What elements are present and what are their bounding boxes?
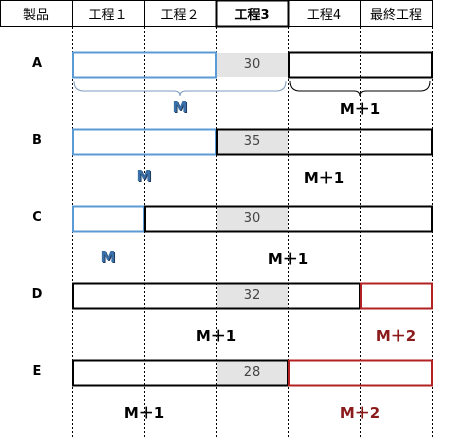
process3-value: 30 <box>243 211 261 226</box>
process3-value: 28 <box>243 365 261 380</box>
span-brace <box>289 80 431 97</box>
process3-value: 35 <box>243 134 261 149</box>
header-process-2: 工程２ <box>160 8 200 23</box>
header-selected-frame <box>215 0 290 28</box>
month-m1-bar <box>216 128 433 156</box>
process3-value: 32 <box>243 288 261 303</box>
month-m-label: M <box>172 98 188 116</box>
row-label: A <box>31 56 43 71</box>
month-m-bar <box>72 205 145 233</box>
bottleneck-cell <box>217 207 288 231</box>
bottleneck-cell <box>217 53 288 77</box>
bottleneck-cell <box>217 130 288 154</box>
month-m-label: M <box>100 248 116 266</box>
month-m1-bar <box>144 205 433 233</box>
span-brace <box>73 80 287 97</box>
month-m2-bar <box>360 282 433 310</box>
bottleneck-cell <box>217 361 288 385</box>
header-process-1: 工程１ <box>88 8 128 23</box>
month-m-bar <box>72 51 217 79</box>
month-m-label: M <box>136 167 152 185</box>
month-m1-label: M＋1 <box>195 327 237 345</box>
header-process-3: 工程3 <box>234 8 270 23</box>
row-label: B <box>32 133 42 148</box>
month-m1-label: M＋1 <box>123 404 165 422</box>
month-m2-label: M＋2 <box>375 327 417 345</box>
bottleneck-cell <box>217 284 288 308</box>
month-m-bar <box>72 128 217 156</box>
header-process-4: 工程4 <box>306 8 342 23</box>
header-product: 製品 <box>22 8 49 23</box>
row-label: E <box>32 364 42 379</box>
header-process-5: 最終工程 <box>369 8 422 23</box>
month-m2-label: M＋2 <box>339 404 381 422</box>
row-label: D <box>31 287 43 302</box>
month-m1-bar <box>288 51 433 79</box>
month-m1-label: M＋1 <box>303 169 345 187</box>
month-m2-bar <box>288 359 433 387</box>
process3-value: 30 <box>243 57 261 72</box>
row-label: C <box>32 210 42 225</box>
month-m1-label: M＋1 <box>267 250 309 268</box>
month-m1-label: M＋1 <box>339 100 381 118</box>
